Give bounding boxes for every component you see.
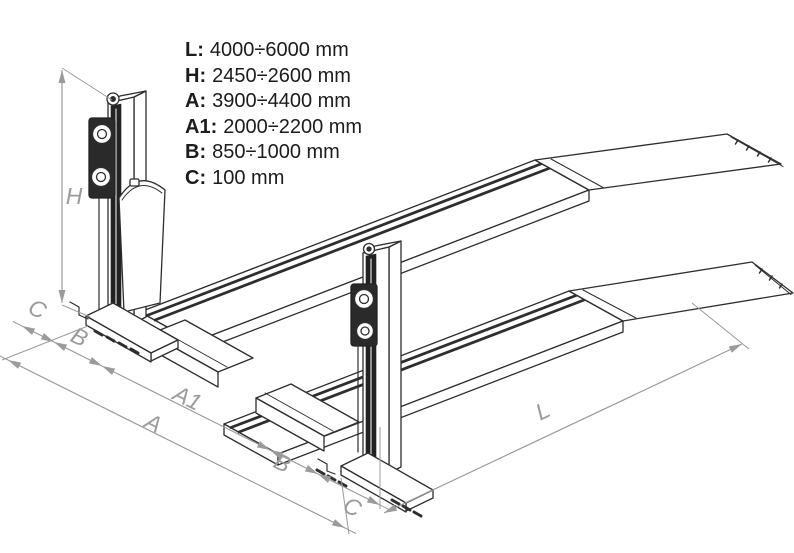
dimension-label-a1: A1 — [167, 379, 205, 416]
spec-line-a: A:3900÷4400 mm — [185, 89, 362, 115]
dimension-label-h: H — [66, 183, 83, 209]
front-ramp-hatch — [758, 268, 783, 289]
spec-key: H: — [185, 64, 207, 87]
dimension-label-a: A — [139, 407, 166, 438]
extension-line-h-top — [61, 67, 113, 101]
spec-value: 4000÷6000 mm — [209, 39, 349, 61]
console-switch — [129, 178, 140, 187]
spec-key: A1: — [185, 115, 218, 138]
extension-line-h-bottom — [61, 304, 91, 318]
dimension-label-b-left: B — [67, 322, 92, 352]
dimension-segment-c-left — [21, 325, 55, 343]
rear-ramp-fold — [550, 158, 605, 189]
spec-value: 850÷1000 mm — [212, 141, 340, 163]
spec-line-l: L:4000÷6000 mm — [185, 38, 362, 64]
spec-line-b: B:850÷1000 mm — [185, 140, 362, 166]
spec-value: 100 mm — [212, 166, 285, 189]
front-ramp-fold — [582, 289, 637, 319]
spec-line-h: H:2450÷2600 mm — [185, 64, 362, 90]
rear-ramp-hatch — [734, 139, 772, 163]
spec-key: B: — [185, 141, 207, 163]
dimension-line-l — [383, 343, 743, 514]
spec-list: L:4000÷6000 mm H:2450÷2600 mm A:3900÷440… — [185, 38, 362, 191]
spec-key: L: — [185, 39, 204, 61]
dimension-lines — [0, 67, 750, 535]
spec-value: 3900÷4400 mm — [212, 90, 351, 112]
power-unit-console-cap-line — [121, 185, 163, 201]
rear-ramp-edge — [730, 136, 784, 167]
power-unit-console — [118, 180, 166, 313]
dimension-label-l: L — [531, 396, 554, 425]
rear-post — [69, 90, 179, 363]
front-ramp — [568, 261, 794, 322]
dimension-label-c-left: C — [24, 293, 51, 324]
spec-line-a1: A1:2000÷2200 mm — [185, 115, 362, 141]
rear-anchor-bolts — [93, 329, 140, 355]
dimension-line-a — [7, 359, 346, 529]
front-post-side-face — [388, 240, 402, 474]
spec-value: 2000÷2200 mm — [223, 115, 363, 138]
spec-value: 2450÷2600 mm — [212, 64, 351, 87]
rear-base-bracket — [69, 301, 89, 320]
spec-key: C: — [185, 166, 207, 189]
rear-runway-rail — [145, 162, 544, 317]
spec-key: A: — [185, 90, 207, 112]
rear-ramp — [534, 133, 782, 191]
extension-line-ramp — [691, 302, 750, 350]
rear-runway-rail — [153, 166, 552, 322]
extension-line-a-left — [1, 325, 89, 361]
spec-line-c: C:100 mm — [185, 166, 362, 192]
